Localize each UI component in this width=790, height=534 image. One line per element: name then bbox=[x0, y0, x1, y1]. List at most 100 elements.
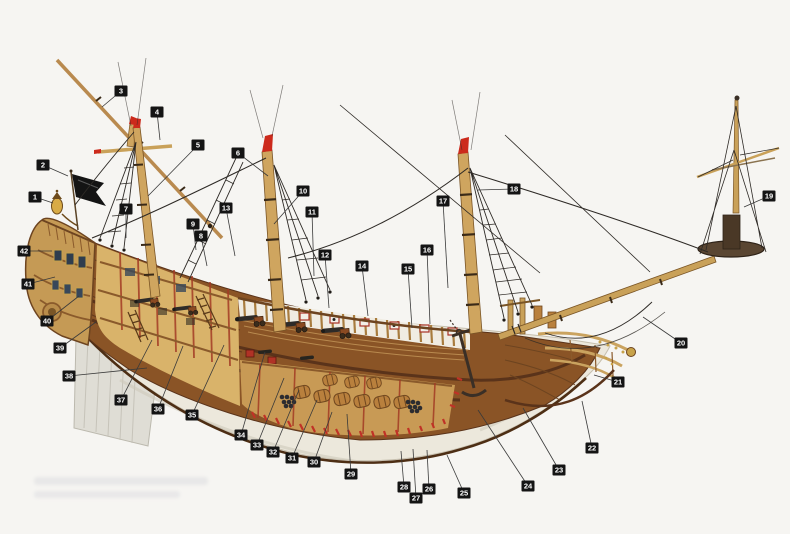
callout-30: 30 bbox=[307, 411, 333, 468]
callout-25: 25 bbox=[446, 454, 471, 499]
mast-cut-tip bbox=[458, 137, 469, 154]
fore-mast bbox=[457, 137, 483, 335]
callout-leader-line bbox=[147, 144, 199, 197]
spritsail-top bbox=[696, 95, 780, 258]
callout-box bbox=[186, 218, 200, 230]
callout-32: 32 bbox=[266, 389, 300, 458]
callout-box bbox=[552, 464, 566, 476]
callout-box bbox=[420, 244, 434, 256]
callout-box bbox=[234, 429, 248, 441]
callout-leader-line bbox=[407, 268, 413, 329]
gold-ornament-dots bbox=[598, 340, 625, 366]
callout-number: 7 bbox=[124, 205, 128, 214]
callout-leader-line bbox=[477, 409, 529, 487]
mast-cut-tip bbox=[262, 134, 273, 152]
callout-27: 27 bbox=[409, 448, 423, 504]
callout-number: 3 bbox=[119, 87, 123, 96]
callout-22: 22 bbox=[581, 400, 599, 454]
callout-4: 4 bbox=[150, 106, 164, 141]
gammoning bbox=[511, 323, 522, 335]
callout-11: 11 bbox=[305, 206, 319, 277]
footrope bbox=[524, 311, 666, 349]
callout-number: 36 bbox=[154, 405, 162, 414]
callout-box bbox=[285, 452, 299, 464]
knighthead-post bbox=[519, 297, 526, 335]
stem-scroll bbox=[626, 347, 636, 357]
callout-number: 5 bbox=[196, 141, 200, 150]
callout-leader-line bbox=[240, 351, 266, 436]
callout-box bbox=[231, 147, 245, 159]
callout-29: 29 bbox=[344, 413, 358, 480]
deck-planking bbox=[239, 319, 469, 361]
callout-number: 34 bbox=[237, 431, 246, 440]
callout-number: 20 bbox=[677, 339, 685, 348]
callout-leader-line bbox=[426, 249, 431, 325]
callout-leader-line bbox=[191, 344, 225, 416]
anchor-chain bbox=[449, 319, 461, 335]
callout-number: 18 bbox=[510, 185, 518, 194]
callout-36: 36 bbox=[151, 345, 184, 415]
callout-number: 10 bbox=[299, 187, 307, 196]
callout-31: 31 bbox=[285, 399, 318, 464]
callout-leader-line bbox=[120, 339, 153, 401]
callout-number: 41 bbox=[24, 280, 32, 289]
callout-leader-line bbox=[361, 265, 369, 317]
callout-12: 12 bbox=[318, 249, 332, 309]
callout-number: 31 bbox=[288, 454, 296, 463]
cutaway-interior bbox=[95, 245, 471, 438]
callout-number: 13 bbox=[222, 204, 230, 213]
callout-box bbox=[151, 403, 165, 415]
callout-7: 7 bbox=[119, 203, 133, 238]
callout-26: 26 bbox=[422, 449, 436, 495]
fore-stay bbox=[287, 167, 469, 259]
callout-box bbox=[28, 191, 42, 203]
callout-box bbox=[307, 456, 321, 468]
ladder bbox=[127, 309, 149, 343]
callout-number: 24 bbox=[524, 482, 533, 491]
callout-box bbox=[266, 446, 280, 458]
deadeyes bbox=[98, 238, 534, 322]
callout-box bbox=[344, 468, 358, 480]
callout-leader-line bbox=[581, 400, 593, 449]
callout-6: 6 bbox=[231, 147, 269, 177]
callout-number: 8 bbox=[199, 232, 203, 241]
callout-24: 24 bbox=[477, 409, 535, 492]
callout-leader-line bbox=[256, 377, 285, 446]
callout-9: 9 bbox=[186, 218, 200, 251]
callout-box bbox=[507, 183, 521, 195]
callout-number: 38 bbox=[65, 372, 73, 381]
callout-leader-line bbox=[522, 407, 560, 471]
callout-box bbox=[611, 376, 625, 388]
rail-cap bbox=[237, 296, 471, 334]
gunport-lid bbox=[267, 356, 277, 365]
callout-37: 37 bbox=[114, 339, 153, 406]
ladder bbox=[195, 293, 220, 331]
callout-number: 19 bbox=[765, 192, 773, 201]
callout-box bbox=[36, 159, 50, 171]
main-mast bbox=[261, 134, 287, 333]
callout-number: 35 bbox=[188, 411, 196, 420]
callout-number: 21 bbox=[614, 378, 622, 387]
callout-box bbox=[585, 442, 599, 454]
bowsprit-assembly bbox=[497, 95, 780, 349]
callout-leader-line bbox=[426, 449, 430, 490]
callout-leader-line bbox=[291, 399, 318, 459]
callout-28: 28 bbox=[397, 450, 411, 493]
callout-box bbox=[296, 185, 310, 197]
callout-number: 16 bbox=[423, 246, 431, 255]
gunport-lid bbox=[245, 349, 255, 358]
callout-leader-line bbox=[442, 200, 449, 289]
callout-box bbox=[762, 190, 776, 202]
callout-19: 19 bbox=[743, 190, 776, 208]
callout-box bbox=[305, 206, 319, 218]
callout-8: 8 bbox=[194, 230, 208, 267]
callout-number: 17 bbox=[439, 197, 447, 206]
callout-leader-line bbox=[446, 454, 465, 494]
callout-33: 33 bbox=[250, 377, 285, 451]
callout-21: 21 bbox=[593, 374, 625, 388]
mizzen-stay bbox=[74, 131, 135, 206]
callout-number: 9 bbox=[191, 220, 195, 229]
cannonball-pile bbox=[279, 394, 423, 414]
